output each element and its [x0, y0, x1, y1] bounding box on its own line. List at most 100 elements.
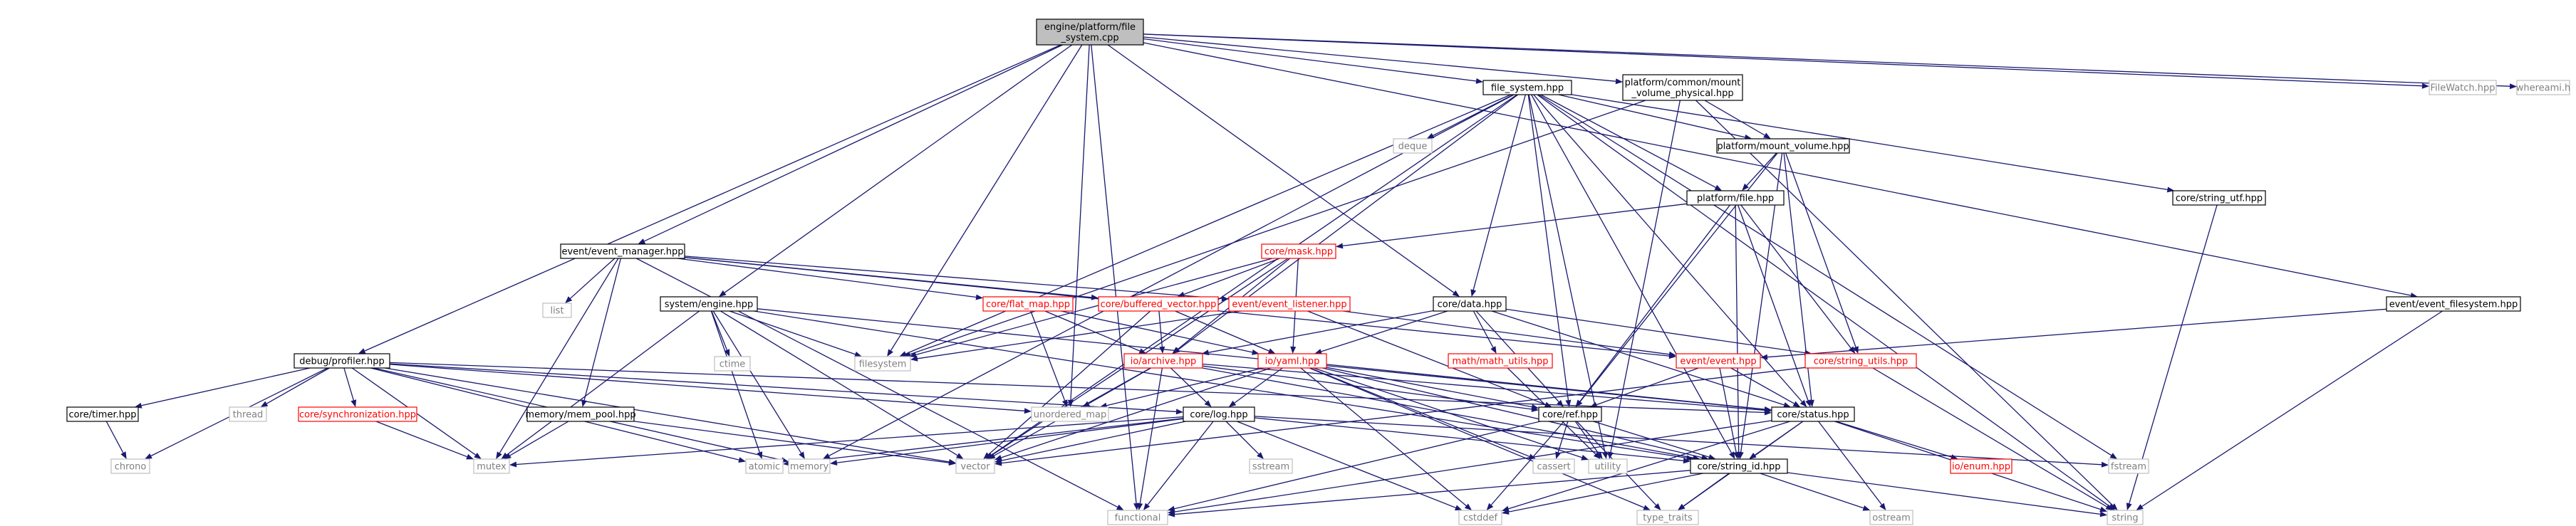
node-box: [298, 406, 417, 422]
node-mount-volume[interactable]: platform/mount_volume.hpp: [1716, 138, 1850, 154]
node-label: core/status.hpp: [1777, 410, 1849, 421]
edge-status-to-cstddef: [1508, 421, 1790, 510]
node-ostream: ostream: [1869, 510, 1913, 525]
edge-event_manager-to-list: [570, 258, 616, 299]
node-label: utility: [1595, 462, 1621, 473]
arrowhead-log-to-mutex: [509, 461, 517, 468]
node-event-manager[interactable]: event/event_manager.hpp: [560, 243, 685, 259]
arrowhead-root-to-engine: [719, 290, 727, 297]
arrowhead-log-to-sstream: [1257, 452, 1264, 459]
node-buffered-vector[interactable]: core/buffered_vector.hpp: [1098, 296, 1219, 312]
arrowhead-archive-to-functional: [1137, 503, 1143, 510]
arrowhead-buffered_vector-to-archive: [1159, 346, 1165, 354]
node-ctime: ctime: [714, 356, 751, 372]
node-timer[interactable]: core/timer.hpp: [66, 406, 139, 422]
edge-yaml-to-vector: [1001, 367, 1272, 458]
edge-string_utils-to-vector: [1001, 367, 1806, 464]
node-label: core/flat_map.hpp: [986, 300, 1070, 310]
edge-event_manager-to-mutex: [499, 258, 619, 453]
edge-ref-to-functional: [1174, 421, 1541, 510]
arrowhead-event_listener-to-event: [1668, 351, 1676, 357]
edge-root-to-filesystem: [890, 44, 1083, 351]
edge-ref-to-cstddef: [1490, 421, 1564, 505]
arrowhead-synchronization-to-mutex: [466, 453, 474, 460]
edge-file_system-to-string_id: [1531, 94, 1733, 453]
edge-file_system-to-string: [1537, 94, 2110, 507]
node-box: [229, 406, 267, 422]
arrowhead-event-to-string_id: [1733, 451, 1739, 459]
node-label: core/string_utf.hpp: [2176, 194, 2263, 204]
node-mask[interactable]: core/mask.hpp: [1261, 243, 1336, 259]
node-event-listener[interactable]: event/event_listener.hpp: [1228, 296, 1351, 312]
node-box: [1458, 510, 1502, 525]
edge-root-to-event_filesystem: [1143, 42, 2411, 296]
arrowhead-string_utils-to-string: [2105, 504, 2114, 510]
node-memory: memory: [788, 458, 831, 474]
node-string-utf[interactable]: core/string_utf.hpp: [2172, 190, 2266, 206]
edge-data-to-status: [1491, 310, 1785, 406]
arrowhead-string_id-to-type_traits: [1677, 503, 1686, 510]
arrowhead-string_id-to-functional: [1168, 511, 1175, 517]
edge-string_id-to-type_traits: [1683, 473, 1730, 507]
node-label: io/archive.hpp: [1131, 357, 1197, 367]
edge-mount_phys-to-filesystem: [910, 100, 1646, 355]
edge-platform_file-to-ref: [1579, 204, 1730, 402]
node-engine[interactable]: system/engine.hpp: [660, 296, 758, 312]
node-math-utils[interactable]: math/math_utils.hpp: [1448, 353, 1553, 369]
arrowhead-root-to-mount_phys: [1615, 78, 1623, 85]
edge-file_system-to-platform_file: [1540, 94, 1716, 188]
node-yaml[interactable]: io/yaml.hpp: [1257, 353, 1327, 369]
node-label: whereami.h: [2516, 83, 2571, 94]
arrowhead-buffered_vector-to-vector: [983, 452, 991, 459]
node-log[interactable]: core/log.hpp: [1183, 406, 1255, 422]
node-archive[interactable]: io/archive.hpp: [1123, 353, 1203, 369]
edge-file_system-to-ref: [1527, 94, 1569, 401]
node-event[interactable]: event/event.hpp: [1676, 353, 1761, 369]
node-status[interactable]: core/status.hpp: [1771, 406, 1855, 422]
node-box: [1393, 138, 1433, 154]
node-label: event/event_filesystem.hpp: [2389, 300, 2518, 310]
node-label: mutex: [477, 462, 507, 473]
node-profiler[interactable]: debug/profiler.hpp: [294, 353, 390, 369]
node-platform-file[interactable]: platform/file.hpp: [1686, 190, 1785, 206]
edge-buffered_vector-to-archive: [1158, 310, 1163, 347]
edge-ref-to-cassert: [1557, 421, 1569, 453]
edge-platform_file-to-string_id: [1735, 204, 1740, 453]
edge-platform_file-to-string_utils: [1740, 204, 1852, 349]
edge-mem_pool-to-vector: [633, 421, 950, 463]
edge-yaml-to-string_id: [1322, 367, 1703, 458]
node-label: thread: [233, 410, 264, 421]
arrowhead-file_system-to-string_id: [1729, 451, 1735, 459]
node-ref[interactable]: core/ref.hpp: [1538, 406, 1602, 422]
node-chrono: chrono: [110, 458, 150, 474]
edge-archive-to-status: [1202, 363, 1765, 411]
arrowhead-string_utf-to-string: [2126, 503, 2132, 510]
node-atomic: atomic: [745, 458, 784, 474]
edge-log-to-functional: [1147, 421, 1214, 505]
node-box: [1804, 353, 1917, 369]
node-string-id[interactable]: core/string_id.hpp: [1690, 458, 1788, 474]
arrowhead-profiler-to-atomic: [738, 457, 746, 463]
node-mount-phys[interactable]: platform/common/mount_volume_physical.hp…: [1622, 74, 1743, 101]
node-label: functional: [1115, 513, 1161, 524]
edge-file_system-to-string_utf: [1571, 94, 2168, 191]
edge-archive-to-functional: [1139, 367, 1163, 504]
node-event-filesystem[interactable]: event/event_filesystem.hpp: [2386, 296, 2521, 312]
arrowhead-status-to-string: [2099, 506, 2107, 512]
node-file-system[interactable]: file_system.hpp: [1482, 80, 1572, 95]
edge-data-to-string_utils: [1505, 308, 1805, 354]
arrowhead-event_manager-to-flat_map: [975, 294, 983, 300]
node-string-utils[interactable]: core/string_utils.hpp: [1804, 353, 1917, 369]
node-enum[interactable]: io/enum.hpp: [1950, 458, 2012, 474]
arrowhead-mem_pool-to-vector: [948, 460, 956, 466]
arrowhead-ref-to-type_traits: [1653, 503, 1661, 510]
edge-engine-to-filesystem: [729, 310, 856, 355]
node-label: engine/platform/file: [1044, 22, 1136, 33]
node-synchronization[interactable]: core/synchronization.hpp: [298, 406, 417, 422]
edge-file_system-to-filesystem: [905, 94, 1511, 354]
node-mem-pool[interactable]: memory/mem_pool.hpp: [525, 406, 636, 422]
node-data[interactable]: core/data.hpp: [1433, 296, 1507, 312]
node-root[interactable]: engine/platform/file_system.cpp: [1036, 19, 1144, 46]
node-flat-map[interactable]: core/flat_map.hpp: [982, 296, 1074, 312]
node-label: event/event.hpp: [1680, 357, 1756, 367]
